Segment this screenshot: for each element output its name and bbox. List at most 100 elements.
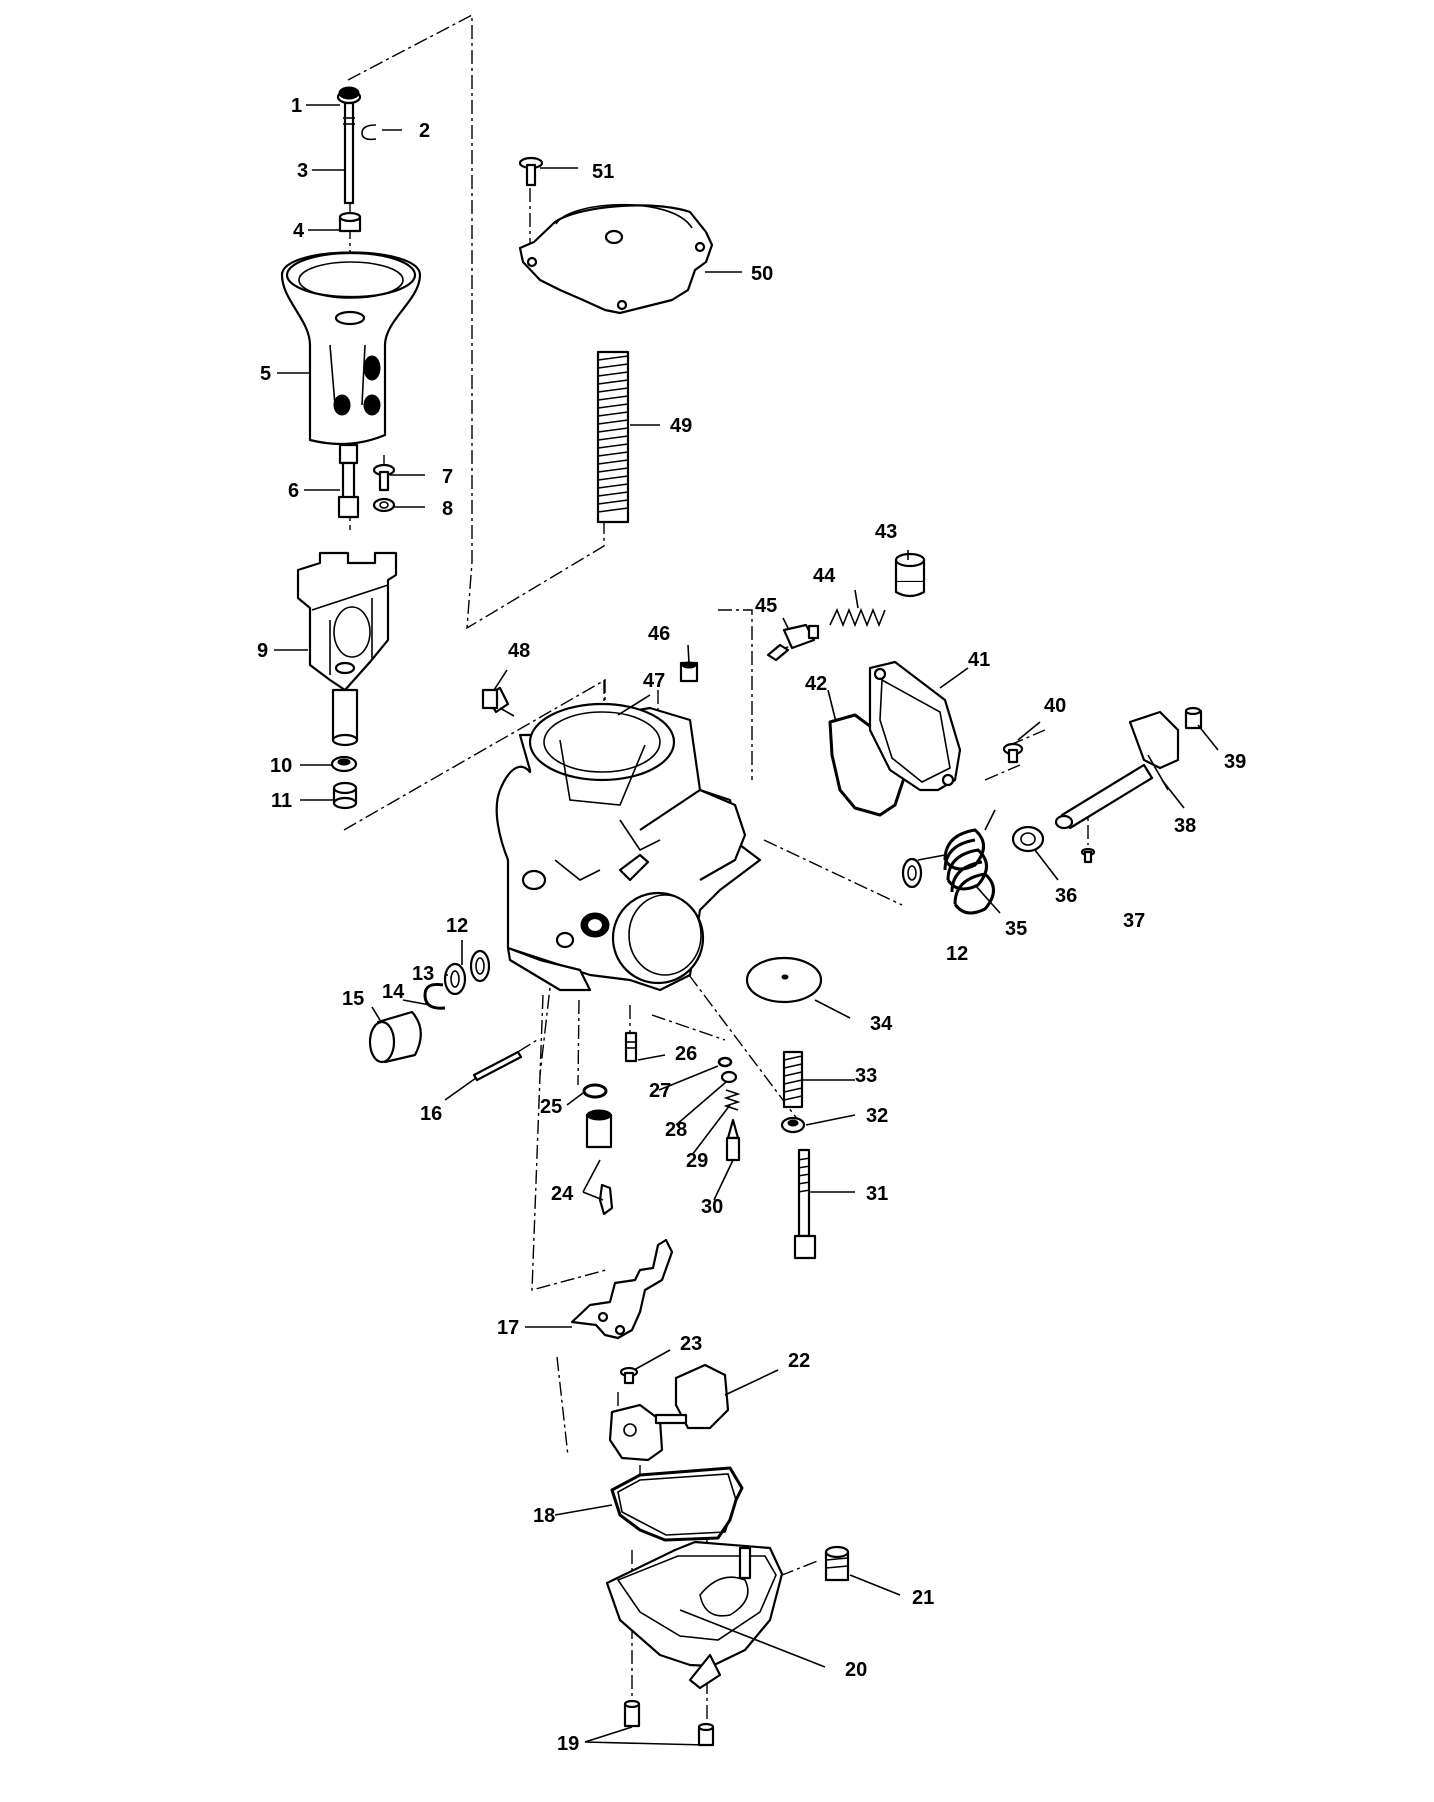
callout-46: 46 (648, 623, 670, 645)
part-12-washer-right (901, 857, 923, 889)
part-7-screw (372, 463, 396, 492)
callout-4: 4 (293, 220, 305, 242)
part-6-screw (337, 443, 360, 519)
slide-tube (331, 688, 359, 747)
callout-1: 1 (291, 95, 302, 117)
part-13-washer (443, 962, 467, 996)
callout-23: 23 (680, 1333, 702, 1355)
part-41-cover (868, 660, 962, 792)
part-21-drain-screw (824, 1545, 850, 1582)
part-44-spring (829, 607, 886, 628)
part-30-screw (725, 1118, 741, 1162)
part-14-clip (423, 983, 446, 1010)
callout-24: 24 (551, 1183, 574, 1205)
part-27-o-ring (717, 1056, 733, 1068)
part-12-washer-left (469, 949, 491, 983)
part-48-fitting (481, 686, 515, 717)
callout-48: 48 (508, 640, 530, 662)
callout-12-left: 12 (446, 915, 468, 937)
callout-41: 41 (968, 649, 990, 671)
part-19-screws (623, 1699, 715, 1747)
callout-2: 2 (419, 120, 430, 142)
part-43-cap (894, 552, 926, 598)
part-32-washer (780, 1116, 806, 1134)
part-34-cap (745, 956, 823, 1004)
part-33-spring (782, 1050, 804, 1109)
part-38-shaft (1054, 710, 1180, 830)
callout-3: 3 (297, 160, 308, 182)
callout-21: 21 (912, 1587, 934, 1609)
part-15-cap (368, 1010, 422, 1064)
part-8-lock-washer (372, 497, 396, 513)
callout-40: 40 (1044, 695, 1066, 717)
part-3-jet-needle (343, 101, 355, 205)
callout-35: 35 (1005, 918, 1027, 940)
callout-43: 43 (875, 521, 897, 543)
part-40-screw (1002, 742, 1024, 764)
callout-12-right: 12 (946, 943, 968, 965)
part-45-valve (766, 623, 820, 662)
callout-30: 30 (701, 1196, 723, 1218)
callout-27: 27 (649, 1080, 671, 1102)
callout-38: 38 (1174, 815, 1196, 837)
callout-31: 31 (866, 1183, 888, 1205)
part-37-screw (1080, 847, 1096, 864)
callout-labels: 1 2 3 4 5 6 7 8 9 10 11 12 12 13 14 15 1… (257, 95, 1246, 1755)
part-39-plug (1184, 706, 1203, 730)
part-20-float-bowl (605, 1540, 784, 1690)
part-23-screw (619, 1366, 639, 1385)
part-16-pin (472, 1050, 523, 1082)
callout-36: 36 (1055, 885, 1077, 907)
callout-19: 19 (557, 1733, 579, 1755)
callout-42: 42 (805, 673, 827, 695)
callout-6: 6 (288, 480, 299, 502)
callout-44: 44 (813, 565, 836, 587)
callout-37: 37 (1123, 910, 1145, 932)
part-18-float-bowl-gasket (610, 1466, 744, 1542)
callout-51: 51 (592, 161, 614, 183)
part-49-spring (596, 350, 630, 524)
part-9-slide-bracket (296, 551, 398, 692)
part-11-nut (332, 781, 358, 810)
part-35-return-spring (917, 809, 996, 915)
callout-17: 17 (497, 1317, 519, 1339)
part-1-nut (336, 86, 362, 105)
callout-49: 49 (670, 415, 692, 437)
part-36-bushing (1011, 825, 1045, 853)
callout-34: 34 (870, 1013, 893, 1035)
callout-45: 45 (755, 595, 777, 617)
callout-18: 18 (533, 1505, 555, 1527)
part-25-o-ring (582, 1083, 608, 1099)
callout-16: 16 (420, 1103, 442, 1125)
callout-26: 26 (675, 1043, 697, 1065)
part-28-washer (720, 1070, 738, 1084)
callout-5: 5 (260, 363, 271, 385)
callout-8: 8 (442, 498, 453, 520)
callout-39: 39 (1224, 751, 1246, 773)
callout-9: 9 (257, 640, 268, 662)
callout-11: 11 (271, 790, 292, 812)
callout-10: 10 (270, 755, 292, 777)
leader-lines (274, 104, 1219, 1746)
part-4-spacer (338, 211, 362, 233)
callout-7: 7 (442, 466, 453, 488)
callout-50: 50 (751, 263, 773, 285)
callout-14: 14 (382, 981, 405, 1003)
part-31-screw (793, 1148, 817, 1260)
callout-47: 47 (643, 670, 665, 692)
part-10-washer (330, 755, 358, 773)
callout-29: 29 (686, 1150, 708, 1172)
callout-25: 25 (540, 1096, 562, 1118)
part-46-plug (679, 661, 699, 683)
carburetor-body (495, 702, 762, 992)
callout-32: 32 (866, 1105, 888, 1127)
callout-20: 20 (845, 1659, 867, 1681)
part-50-top-cover (518, 203, 714, 315)
part-22-float (608, 1363, 730, 1462)
part-24-needle-valve (585, 1109, 614, 1216)
part-2-clip (361, 124, 377, 141)
part-17-bracket (570, 1238, 674, 1340)
part-51-screw (518, 156, 544, 187)
